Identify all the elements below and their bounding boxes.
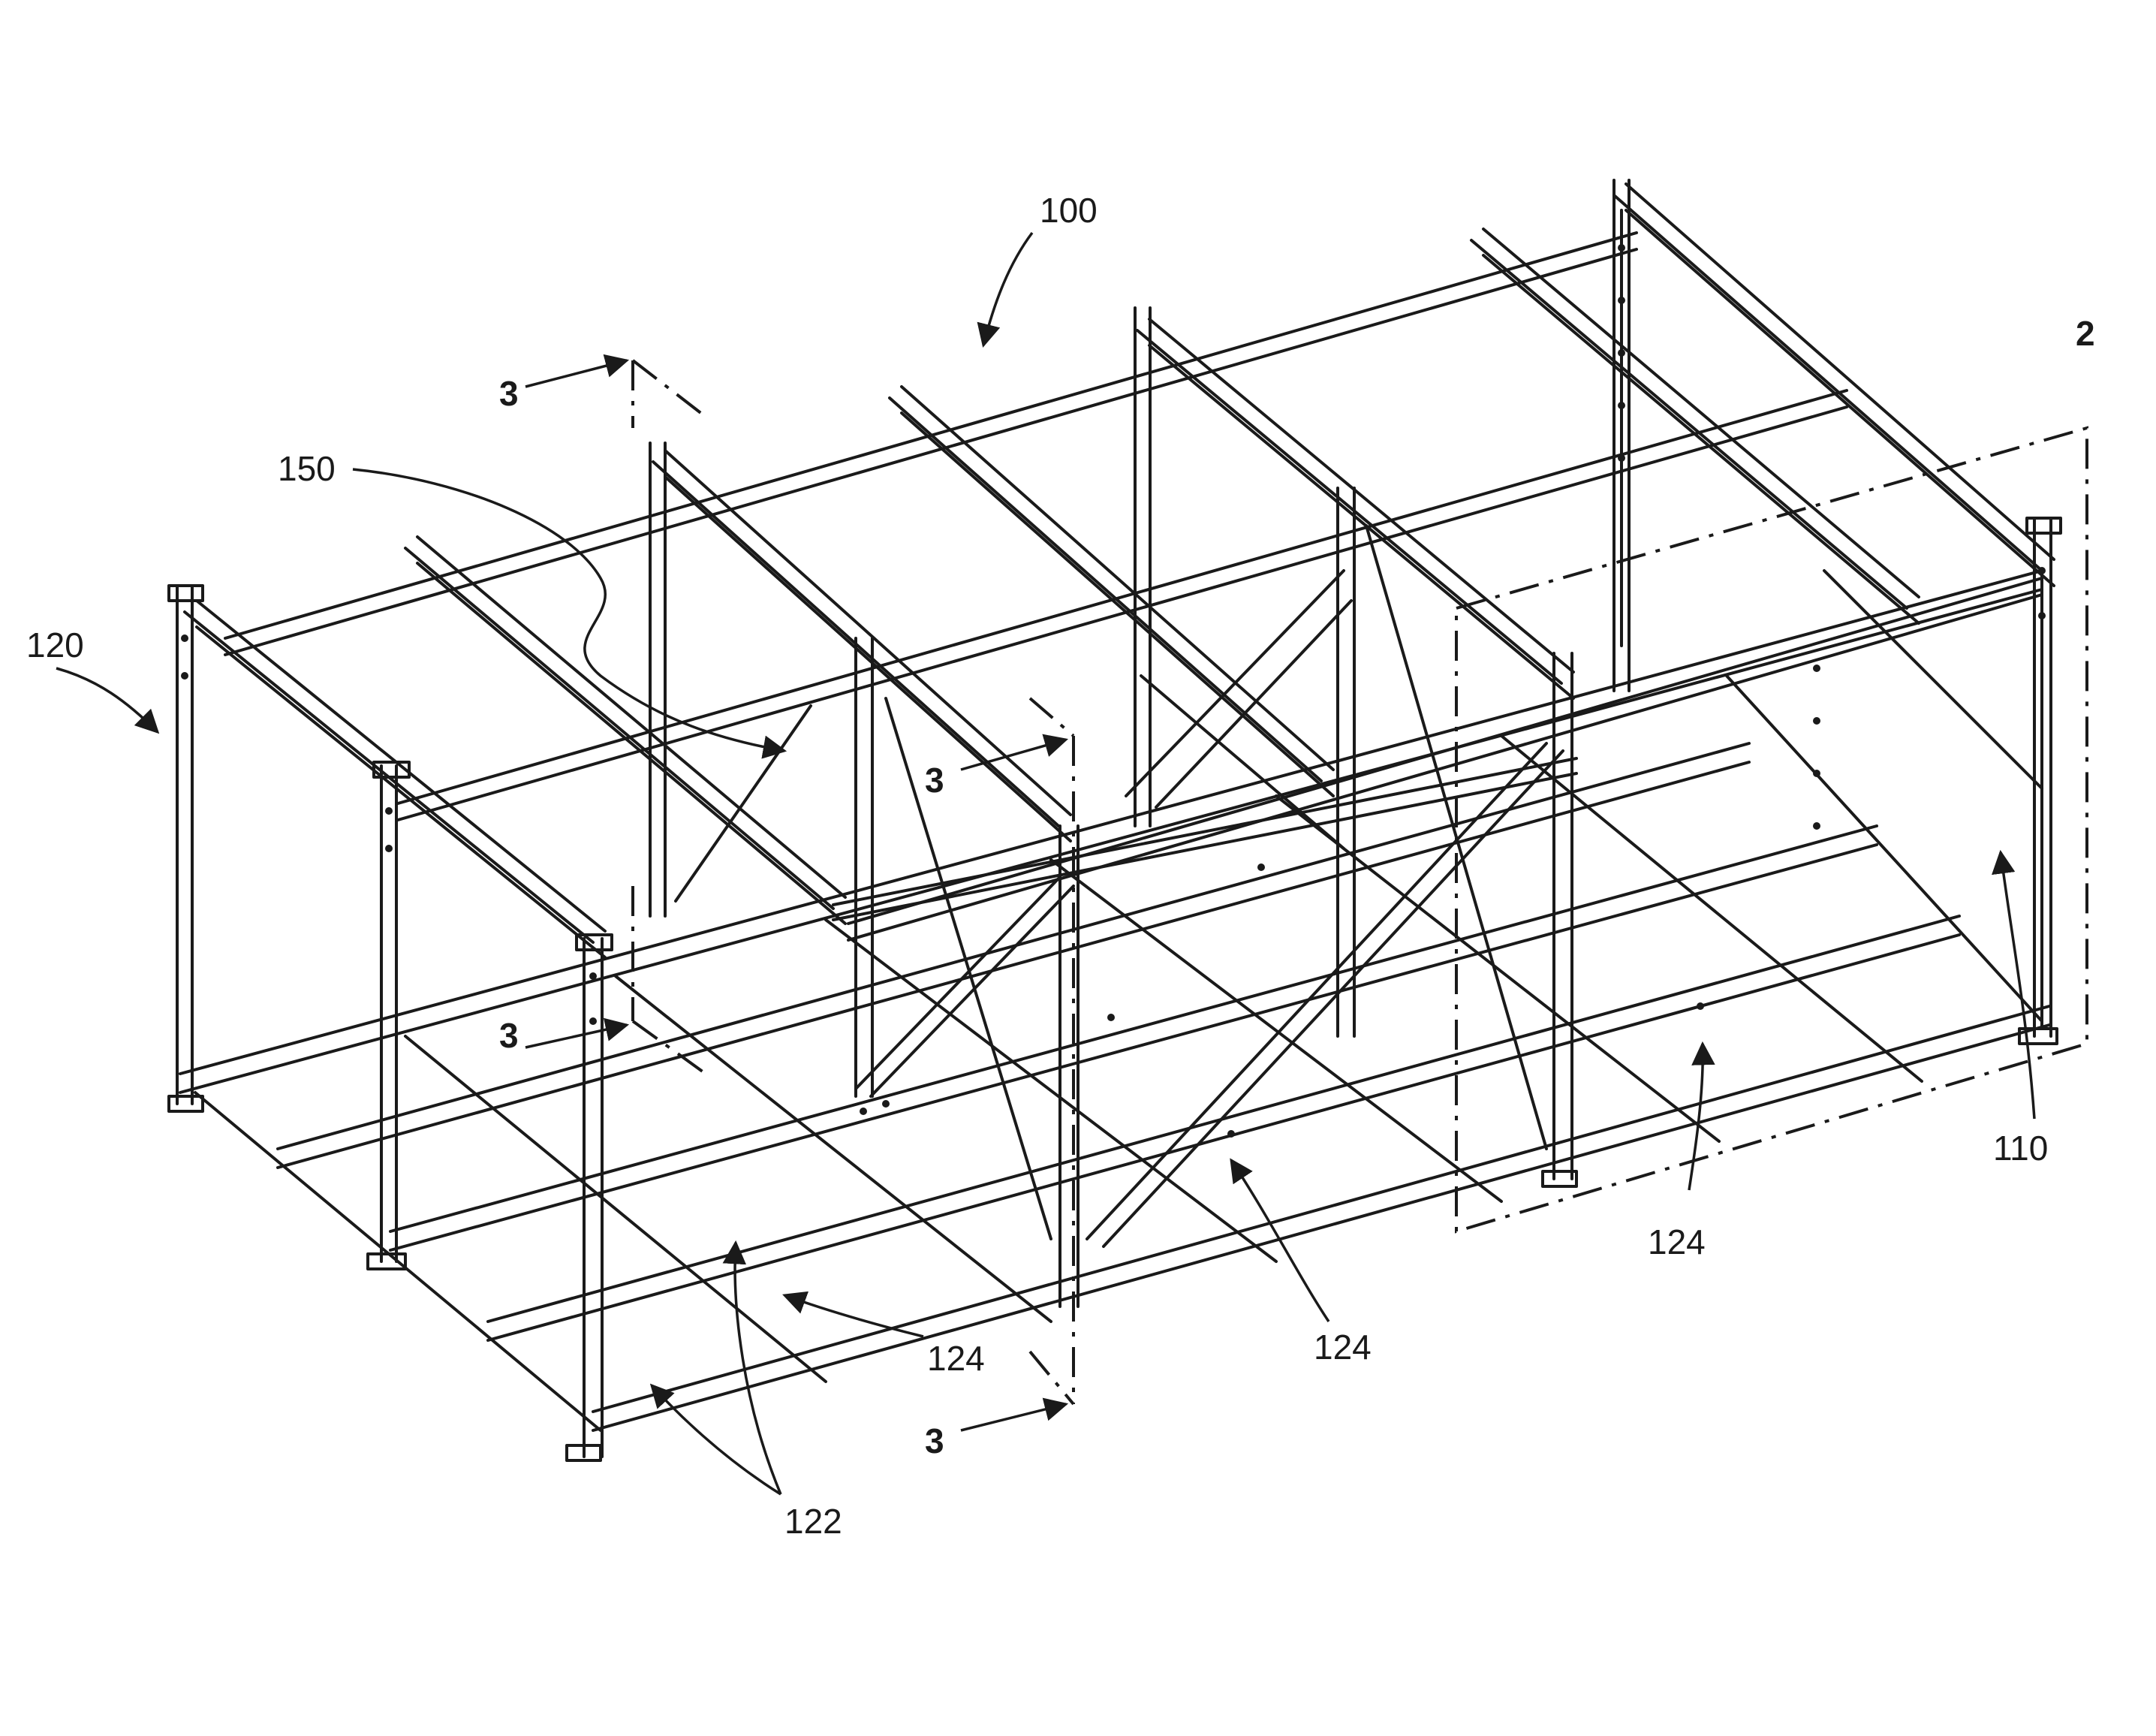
rear-end-wall-edge <box>1622 210 2042 1029</box>
ref-label-100: 100 <box>1040 191 1098 230</box>
base-rail-2 <box>278 743 1749 1168</box>
base-rail-front <box>593 1006 2049 1430</box>
top-rail-front <box>848 578 2042 940</box>
top-cross-beam-2 <box>405 537 845 924</box>
ref-label-124-a: 124 <box>927 1339 985 1378</box>
leader-124-b <box>1231 1160 1329 1322</box>
leader-100 <box>983 233 1032 345</box>
rack-frame <box>169 180 2061 1460</box>
leader-124-a <box>784 1295 923 1337</box>
bolt-holes <box>181 244 2046 1138</box>
ref-label-124-c: 124 <box>1648 1222 1706 1261</box>
leader-120 <box>56 668 158 732</box>
base-feet <box>169 1029 2057 1460</box>
top-cross-beam-6 <box>1471 229 1919 623</box>
base-rail-4 <box>488 916 1959 1340</box>
ref-label-122: 122 <box>784 1502 842 1541</box>
leader-124-c <box>1689 1044 1703 1190</box>
ref-label-150: 150 <box>278 449 336 488</box>
top-rail-rear <box>225 233 1637 655</box>
mid-post-1 <box>856 638 872 1096</box>
section-line-3-left <box>525 360 706 1074</box>
ref-label-124-b: 124 <box>1314 1328 1372 1367</box>
section-label-3-mid-left: 3 <box>499 1016 519 1055</box>
detail-boundary-2 <box>1456 428 2087 1231</box>
section-label-3-bottom-right: 3 <box>925 1421 944 1460</box>
ref-label-110: 110 <box>1993 1129 2048 1168</box>
rear-post-2 <box>1135 308 1150 826</box>
section-label-2: 2 <box>2076 314 2095 353</box>
section-label-3-top-right: 3 <box>925 761 944 800</box>
left-end-post-outer <box>169 586 203 1104</box>
leader-122 <box>652 1243 781 1494</box>
section-label-3-top-left: 3 <box>499 374 519 413</box>
ref-label-120: 120 <box>26 625 84 665</box>
leader-110 <box>2001 852 2034 1119</box>
